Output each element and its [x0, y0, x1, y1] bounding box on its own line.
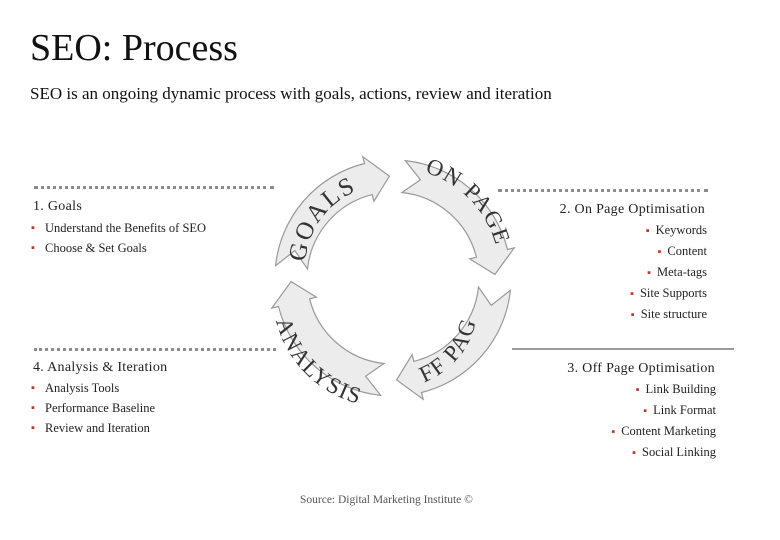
arrow-off-page	[395, 285, 512, 401]
seo-cycle-diagram: GOALS ON PAGE OFF PAGE ANALYSIS	[258, 138, 516, 409]
off-page-list: ▪Link Building ▪Link Format ▪Content Mar…	[611, 379, 716, 463]
source-note: Source: Digital Marketing Institute ©	[300, 494, 473, 506]
list-item: ▪Site Supports	[630, 286, 707, 300]
arrow-goals	[274, 155, 391, 271]
divider-bottom-right	[512, 348, 734, 350]
goals-list: ▪Understand the Benefits of SEO ▪Choose …	[31, 218, 206, 258]
bullet-icon: ▪	[647, 267, 652, 279]
goals-heading: 1. Goals	[33, 199, 83, 214]
list-item: ▪Choose & Set Goals	[31, 238, 206, 258]
bullet-icon: ▪	[31, 422, 35, 434]
page-title: SEO: Process	[30, 27, 238, 69]
analysis-list: ▪Analysis Tools ▪Performance Baseline ▪R…	[31, 378, 155, 438]
list-item: ▪Site structure	[630, 307, 707, 321]
page-subtitle: SEO is an ongoing dynamic process with g…	[30, 84, 552, 103]
bullet-icon: ▪	[643, 405, 648, 417]
on-page-list: ▪Keywords ▪Content ▪Meta-tags ▪Site Supp…	[630, 220, 707, 325]
bullet-icon: ▪	[31, 382, 35, 394]
list-item: ▪Social Linking	[632, 445, 716, 459]
list-item: ▪Meta-tags	[647, 265, 707, 279]
bullet-icon: ▪	[657, 246, 662, 258]
bullet-icon: ▪	[31, 222, 35, 234]
divider-top-left	[34, 186, 274, 189]
bullet-icon: ▪	[630, 309, 635, 321]
bullet-icon: ▪	[31, 402, 35, 414]
arrow-on-page	[400, 159, 516, 276]
cycle-arrows	[270, 155, 516, 401]
bullet-icon: ▪	[645, 225, 650, 237]
list-item: ▪Content	[657, 244, 708, 258]
list-item: ▪Keywords	[645, 223, 707, 237]
analysis-heading: 4. Analysis & Iteration	[33, 360, 168, 375]
list-item: ▪Link Format	[643, 403, 716, 417]
off-page-heading: 3. Off Page Optimisation	[567, 361, 715, 376]
bullet-icon: ▪	[611, 426, 616, 438]
list-item: ▪Review and Iteration	[31, 418, 155, 438]
bullet-icon: ▪	[635, 384, 640, 396]
on-page-heading: 2. On Page Optimisation	[559, 202, 705, 217]
bullet-icon: ▪	[630, 288, 634, 300]
list-item: ▪Understand the Benefits of SEO	[31, 218, 206, 238]
divider-top-right	[498, 189, 708, 192]
bullet-icon: ▪	[632, 447, 637, 459]
list-item: ▪Performance Baseline	[31, 398, 155, 418]
bullet-icon: ▪	[31, 242, 35, 254]
list-item: ▪Link Building	[635, 382, 716, 396]
list-item: ▪Analysis Tools	[31, 378, 155, 398]
divider-bottom-left	[34, 348, 276, 351]
list-item: ▪Content Marketing	[611, 424, 716, 438]
arrow-analysis	[270, 280, 386, 397]
